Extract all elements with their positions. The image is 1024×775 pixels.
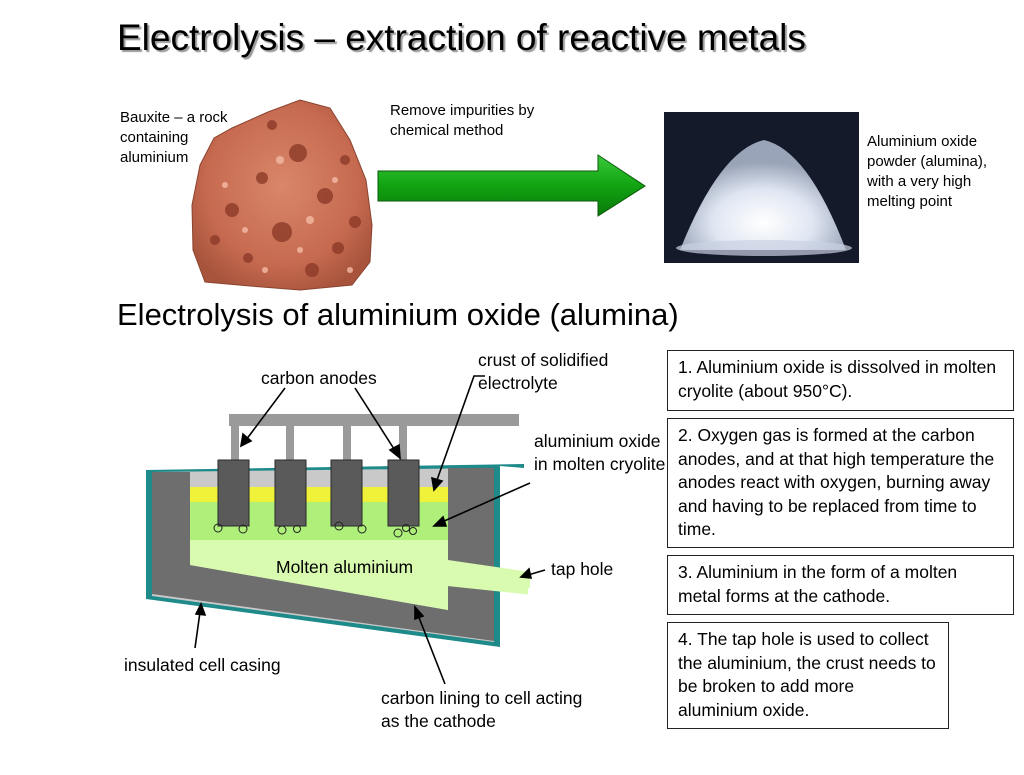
bauxite-rock-image — [191, 99, 373, 291]
carbon-anodes-label: carbon anodes — [261, 368, 377, 388]
process-arrow-label: Remove impurities by chemical method — [390, 102, 535, 139]
alumina-powder-image — [664, 112, 859, 263]
crust-label: crust of solidified electrolyte — [478, 350, 609, 393]
crust-layer — [190, 487, 448, 502]
molten-aluminium-label: Molten aluminium — [276, 557, 414, 577]
carbon-anode — [387, 459, 420, 527]
section-heading: Electrolysis of aluminium oxide (alumina… — [117, 297, 679, 332]
step-box-4: 4. The tap hole is used to collect the a… — [667, 622, 949, 729]
page-title: Electrolysis – extraction of reactive me… — [117, 17, 806, 58]
cathode-label: carbon lining to cell acting as the cath… — [381, 688, 583, 731]
carbon-anode — [330, 459, 363, 527]
step-box-3: 3. Aluminium in the form of a molten met… — [667, 555, 1014, 615]
carbon-anode — [217, 459, 250, 527]
label-pointers — [194, 375, 546, 685]
step-box-2: 2. Oxygen gas is formed at the carbon an… — [667, 418, 1014, 548]
carbon-anode — [274, 459, 307, 527]
tap-hole-pipe — [446, 568, 530, 595]
molten-aluminium-layer — [190, 540, 530, 610]
carbon-lining-cathode — [152, 468, 494, 641]
step-box-1: 1. Aluminium oxide is dissolved in molte… — [667, 350, 1014, 411]
bauxite-label: Bauxite – a rock containing aluminium — [120, 109, 228, 166]
electrolysis-cell — [146, 414, 530, 647]
process-arrow — [377, 154, 646, 217]
alumina-in-cryolite-label: aluminium oxide in molten cryolite — [534, 431, 666, 474]
oxygen-bubbles — [213, 521, 417, 538]
cell-casing-label: insulated cell casing — [124, 655, 281, 675]
tap-hole-label: tap hole — [551, 559, 614, 579]
alumina-label: Aluminium oxide powder (alumina), with a… — [867, 133, 988, 210]
anode-bus-bar — [229, 414, 519, 426]
